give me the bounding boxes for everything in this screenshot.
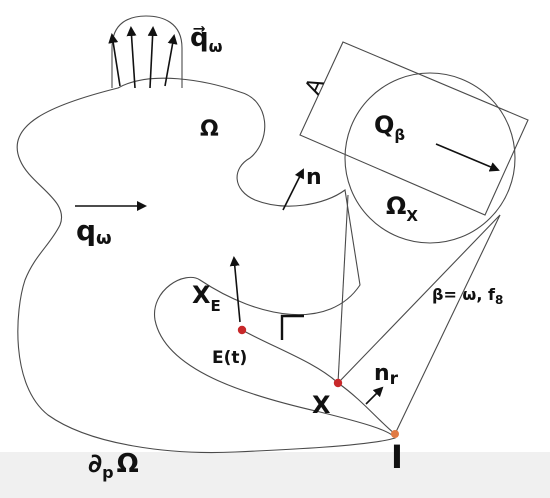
rectangle-a [299,41,529,216]
flux-arrow-4 [164,34,178,87]
label-q-vec: q⃗ω [190,23,223,56]
flow-arrow-q-beta [435,143,500,172]
label-n-r: nr [374,361,399,389]
sample-circle [344,72,516,244]
normal-arrow [282,168,304,211]
ray-left [337,194,349,384]
point-e-t [237,325,247,335]
label-e-t: E(t) [212,348,247,368]
label-i: I [391,438,403,476]
label-x: X [312,391,331,419]
x-e-arrow [229,256,241,323]
footer-band [0,452,550,498]
gamma-corner [280,314,304,340]
flux-arrow-2 [126,26,137,89]
label-a: A [301,74,330,98]
point-x [333,378,343,388]
flux-arrow-3 [147,26,158,89]
label-beta-eq: β= ω, f8 [432,285,503,307]
label-q-beta: Qβ [374,111,405,144]
point-i [391,430,399,438]
ray-from-i [394,214,501,435]
label-x-e: XE [192,281,221,315]
label-omega-x: ΩX [386,192,418,225]
label-q-omega: qω [76,214,112,249]
flux-arrow-1 [108,33,121,87]
ray-right [337,214,501,384]
n-r-arrow [365,386,384,405]
label-omega: Ω [200,117,219,142]
label-n: n [306,165,322,190]
domain-boundary [16,77,396,454]
